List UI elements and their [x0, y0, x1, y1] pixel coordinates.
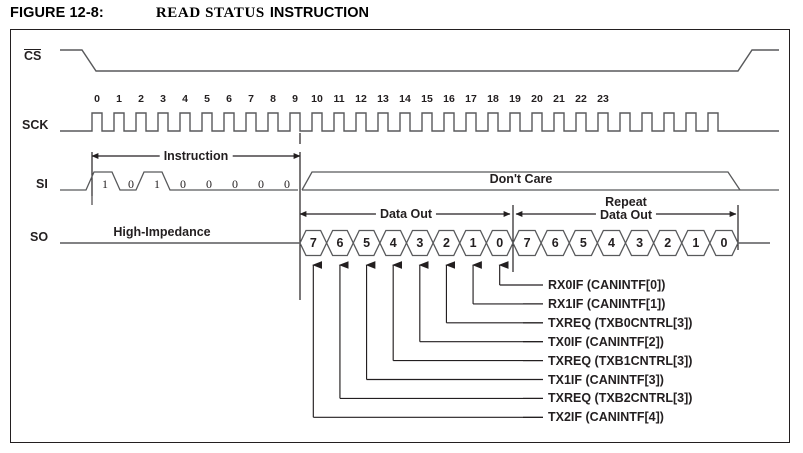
sck-waveform — [60, 112, 779, 132]
so-data-out-bit: 1 — [469, 236, 477, 250]
repeat-data-out-label-line2: Data Out — [599, 207, 653, 222]
so-data-out-bit: 0 — [496, 236, 504, 250]
figure-title-instruction-name: READ STATUS — [155, 5, 265, 21]
so-repeat-bit: 7 — [523, 236, 531, 250]
sck-clock-number: 22 — [575, 93, 587, 105]
sck-clock-number: 13 — [377, 93, 389, 105]
so-data-out-bit: 3 — [416, 236, 424, 250]
si-waveform — [60, 171, 779, 191]
sck-clock-number: 18 — [487, 93, 499, 105]
so-data-out-bit: 4 — [389, 236, 397, 250]
callout-label: TXREQ (TXB1CNTRL[3]) — [548, 353, 693, 368]
repeat-data-out-label: Repeat Data Out — [595, 195, 657, 222]
si-instruction-bit: 0 — [258, 177, 264, 191]
sck-clock-number: 3 — [160, 93, 166, 105]
callout-label: TX2IF (CANINTF[4]) — [548, 410, 664, 425]
si-instruction-bit: 1 — [154, 177, 160, 191]
sck-clock-number: 17 — [465, 93, 477, 105]
figure-number-label: FIGURE 12-8: — [10, 5, 104, 21]
callout-label-dashes — [523, 284, 543, 418]
callout-label: RX0IF (CANINTF[0]) — [548, 278, 666, 292]
si-instruction-bit: 0 — [284, 177, 290, 191]
sck-clock-number: 14 — [399, 93, 411, 105]
sck-clock-number: 12 — [355, 93, 367, 105]
sck-clock-number: 7 — [248, 93, 254, 105]
so-repeat-data-out-cells — [512, 229, 739, 257]
sck-clock-number: 20 — [531, 93, 543, 105]
sck-clock-number: 11 — [333, 93, 345, 105]
data-out-label: Data Out — [375, 208, 437, 220]
figure-title-suffix: INSTRUCTION — [269, 5, 369, 21]
so-data-out-cells — [299, 229, 514, 257]
sck-clock-number: 2 — [138, 93, 144, 105]
sck-clock-number: 6 — [226, 93, 232, 105]
si-instruction-bit: 0 — [180, 177, 186, 191]
signal-label-sck: SCK — [22, 118, 49, 132]
callout-leader-lines — [312, 261, 523, 418]
so-repeat-bit: 6 — [551, 236, 559, 250]
sck-clock-number: 10 — [311, 93, 323, 105]
so-data-out-bit: 5 — [363, 236, 371, 250]
so-repeat-bit: 2 — [664, 236, 672, 250]
cs-waveform — [60, 49, 779, 72]
sck-clock-number: 15 — [421, 93, 433, 105]
signal-label-si: SI — [36, 177, 48, 191]
callout-label: RX1IF (CANINTF[1]) — [548, 296, 666, 311]
repeat-data-out-label-line1: Repeat — [605, 195, 647, 209]
so-data-out-bit: 2 — [442, 236, 450, 250]
sck-clock-number: 23 — [597, 93, 609, 105]
so-repeat-bit: 5 — [579, 236, 587, 250]
callout-label: TX1IF (CANINTF[3]) — [548, 372, 664, 387]
so-repeat-bit: 1 — [692, 236, 700, 250]
so-repeat-bit: 3 — [636, 236, 644, 250]
cs-label-text: CS — [24, 49, 42, 63]
sck-clock-number: 19 — [509, 93, 521, 105]
callout-label: TXREQ (TXB2CNTRL[3]) — [548, 391, 693, 406]
sck-clock-number: 16 — [443, 93, 455, 105]
sck-clock-number: 9 — [292, 93, 298, 105]
sck-clock-number: 5 — [204, 93, 210, 105]
si-instruction-bit: 0 — [206, 177, 212, 191]
so-repeat-bit: 4 — [607, 236, 615, 250]
callout-label: TXREQ (TXB0CNTRL[3]) — [548, 315, 693, 330]
so-repeat-bit: 0 — [720, 236, 728, 250]
callout-label: TX0IF (CANINTF[2]) — [548, 334, 664, 349]
so-data-out-bit: 6 — [336, 236, 344, 250]
high-impedance-label: High-Impedance — [113, 225, 211, 239]
signal-label-cs: CS — [24, 49, 42, 63]
si-instruction-bit: 0 — [232, 177, 238, 191]
so-data-out-bit: 7 — [309, 236, 317, 250]
instruction-span-label: Instruction — [159, 150, 233, 162]
so-data-cell — [709, 229, 739, 257]
si-instruction-bit: 0 — [128, 177, 134, 191]
sck-clock-number: 8 — [270, 93, 276, 105]
sck-clock-number: 4 — [182, 93, 188, 105]
sck-clock-number: 21 — [553, 93, 565, 105]
sck-clock-number: 1 — [116, 93, 122, 105]
signal-label-so: SO — [30, 230, 49, 244]
dont-care-label: Don't Care — [485, 173, 557, 185]
sck-clock-number: 0 — [94, 93, 100, 105]
si-instruction-bit: 1 — [102, 177, 108, 191]
